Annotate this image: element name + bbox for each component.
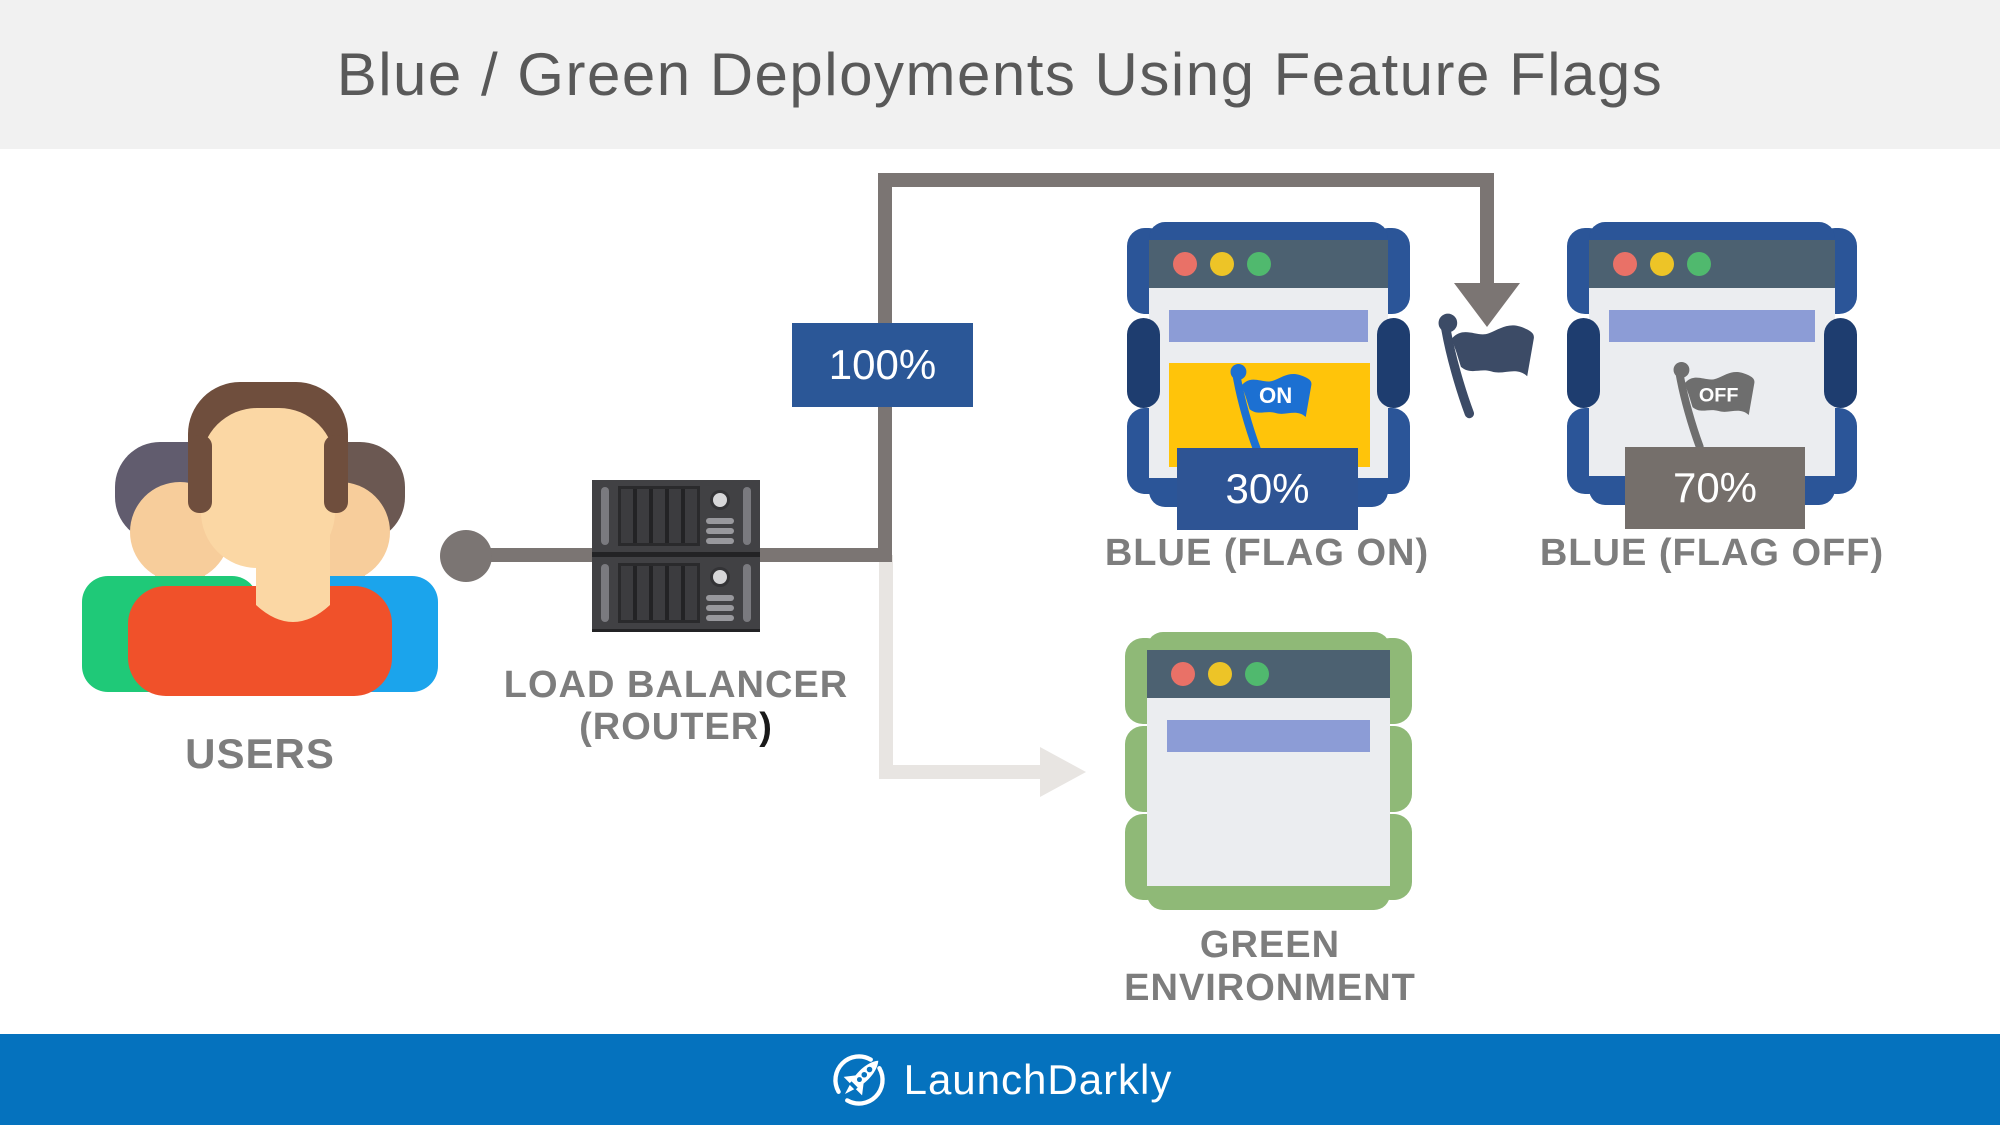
close-dot-icon bbox=[1613, 252, 1637, 276]
flag-state-text: OFF bbox=[1699, 385, 1739, 407]
page-title: Blue / Green Deployments Using Feature F… bbox=[336, 41, 1664, 108]
zoom-dot-icon bbox=[1687, 252, 1711, 276]
connector-light-vertical bbox=[879, 555, 893, 779]
zoom-dot-icon bbox=[1247, 252, 1271, 276]
address-bar bbox=[1167, 720, 1370, 752]
flag-state-text: ON bbox=[1259, 383, 1292, 408]
minimize-dot-icon bbox=[1210, 252, 1234, 276]
traffic-badge-70: 70% bbox=[1625, 447, 1805, 529]
arrow-down-icon bbox=[1454, 283, 1520, 327]
close-dot-icon bbox=[1171, 662, 1195, 686]
header-bar: Blue / Green Deployments Using Feature F… bbox=[0, 0, 2000, 149]
traffic-badge-100: 100% bbox=[792, 323, 973, 407]
load-balancer-icon bbox=[592, 480, 760, 632]
server-unit bbox=[592, 480, 760, 552]
window-titlebar bbox=[1149, 240, 1388, 288]
zoom-dot-icon bbox=[1245, 662, 1269, 686]
address-bar bbox=[1169, 310, 1368, 342]
server-unit bbox=[592, 557, 760, 629]
window-body bbox=[1147, 698, 1390, 886]
blue-flag-on-label: BLUE (FLAG ON) bbox=[1104, 532, 1430, 574]
users-icon bbox=[82, 382, 438, 696]
connector-dot bbox=[440, 530, 492, 582]
flag-off-icon: OFF bbox=[1673, 361, 1755, 451]
feature-flag-icon bbox=[1438, 313, 1534, 419]
traffic-badge-30: 30% bbox=[1177, 448, 1358, 530]
connector-light-horizontal bbox=[879, 765, 1044, 779]
load-balancer-label: LOAD BALANCER (ROUTER) bbox=[503, 664, 849, 748]
users-label: USERS bbox=[185, 730, 335, 777]
browser-window-green bbox=[1125, 632, 1412, 910]
close-dot-icon bbox=[1173, 252, 1197, 276]
server-led bbox=[710, 567, 730, 587]
footer-bar: LaunchDarkly bbox=[0, 1034, 2000, 1125]
address-bar bbox=[1609, 310, 1815, 342]
minimize-dot-icon bbox=[1650, 252, 1674, 276]
window-titlebar bbox=[1589, 240, 1835, 288]
brand-name: LaunchDarkly bbox=[903, 1055, 1173, 1103]
flag-on-icon: ON bbox=[1230, 363, 1312, 453]
window-titlebar bbox=[1147, 650, 1390, 698]
rocket-logo-icon bbox=[832, 1053, 885, 1106]
connector-down-vertical bbox=[1480, 173, 1494, 285]
minimize-dot-icon bbox=[1208, 662, 1232, 686]
server-led bbox=[710, 490, 730, 510]
arrow-right-icon bbox=[1040, 747, 1086, 797]
green-environment-label: GREEN ENVIRONMENT bbox=[1124, 924, 1416, 1009]
connector-top-horizontal bbox=[878, 173, 1494, 187]
browser-window-blue-flag-on bbox=[1127, 222, 1410, 507]
blue-flag-off-label: BLUE (FLAG OFF) bbox=[1539, 532, 1885, 574]
